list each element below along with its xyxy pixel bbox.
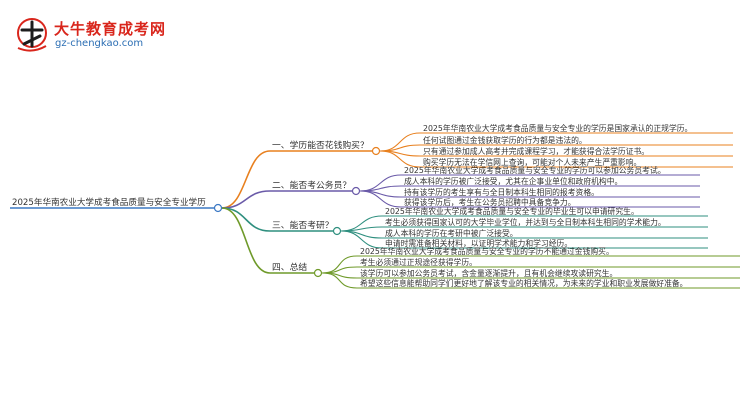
- branch-connector-3: [332, 226, 342, 236]
- leaf-1-1: 2025年华南农业大学成考食品质量与安全专业的学历是国家承认的正规学历。: [423, 123, 692, 133]
- leaf-4-2: 考生必须通过正规途径获得学历。: [360, 257, 477, 267]
- leaf-3-3: 成人本科的学历在考研中被广泛接受。: [385, 228, 518, 238]
- site-logo: 大牛教育成考网 gz-chengkao.com: [14, 16, 167, 56]
- leaf-3-2: 考生必须获得国家认可的大学毕业学位，并达到与全日制本科生相同的学术能力。: [385, 217, 666, 227]
- brand-name: 大牛教育成考网: [54, 20, 167, 38]
- leaf-3-4: 申请时需准备相关材料，以证明学术能力和学习经历。: [385, 238, 572, 248]
- root-label: 2025年华南农业大学成考食品质量与安全专业学历: [12, 196, 206, 208]
- branch-connector-1: [371, 146, 381, 156]
- branch-1-to-leaf-4-link: [379, 150, 421, 168]
- branch-3-to-leaf-2-link: [340, 226, 383, 232]
- branch-label-3: 三、能否考研？: [272, 219, 334, 231]
- branch-label-1: 一、学历能否花钱购买？: [272, 139, 369, 151]
- leaf-3-1: 2025年华南农业大学成考食品质量与安全专业的毕业生可以申请研究生。: [385, 206, 639, 216]
- branch-connector-2: [351, 186, 361, 196]
- root-to-branch-link-4: [221, 207, 271, 274]
- leaf-group-4: 2025年华南农业大学成考食品质量与安全专业的学历不能通过金钱购买。 考生必须通…: [360, 246, 687, 288]
- leaf-group-1: 2025年华南农业大学成考食品质量与安全专业的学历是国家承认的正规学历。 任何试…: [423, 123, 692, 167]
- brand-url: gz-chengkao.com: [55, 38, 144, 49]
- leaf-2-4: 获得该学历后，考生在公务员招聘中具备竞争力。: [404, 197, 576, 207]
- root-connector: [213, 203, 223, 213]
- branch-label-4: 四、总结: [272, 261, 307, 273]
- branch-node-3[interactable]: 三、能否考研？: [270, 219, 342, 236]
- mind-map-links: [221, 132, 740, 289]
- root-node[interactable]: 2025年华南农业大学成考食品质量与安全专业学历: [10, 196, 223, 213]
- leaf-2-3: 持有该学历的考生享有与全日制本科生相同的报考资格。: [404, 187, 599, 197]
- leaf-4-1: 2025年华南农业大学成考食品质量与安全专业的学历不能通过金钱购买。: [360, 246, 614, 256]
- branch-label-2: 二、能否考公务员？: [272, 179, 351, 191]
- leaf-4-3: 该学历可以参加公务员考试，含金量逐渐提升，且有机会继续攻读研究生。: [360, 268, 617, 278]
- branch-node-1[interactable]: 一、学历能否花钱购买？: [270, 139, 381, 156]
- leaf-2-2: 成人本科的学历被广泛接受，尤其在企事业单位和政府机构中。: [404, 176, 622, 186]
- leaf-1-4: 购买学历无法在学信网上查询，可能对个人未来产生严重影响。: [423, 157, 641, 167]
- branch-2-to-leaf-2-link: [359, 185, 402, 192]
- leaf-4-4: 希望这些信息能帮助同学们更好地了解该专业的相关情况，为未来的学业和职业发展做好准…: [360, 278, 687, 288]
- leaf-1-2: 任何试图通过金钱获取学历的行为都是违法的。: [423, 135, 587, 145]
- logo-mark-icon: [17, 18, 47, 52]
- root-to-branch-link-2: [221, 190, 271, 209]
- branch-node-2[interactable]: 二、能否考公务员？: [270, 179, 361, 196]
- root-to-branch-link-1: [221, 150, 271, 209]
- root-to-branch-link-3: [221, 207, 271, 232]
- branch-2-to-leaf-4-link: [359, 190, 402, 208]
- branch-node-4[interactable]: 四、总结: [270, 261, 323, 278]
- leaf-group-3: 2025年华南农业大学成考食品质量与安全专业的毕业生可以申请研究生。 考生必须获…: [385, 206, 666, 248]
- leaf-1-3: 只有通过参加成人高考并完成课程学习，才能获得合法学历证书。: [423, 146, 649, 156]
- leaf-2-1: 2025年华南农业大学成考食品质量与安全专业的学历可以参加公务员考试。: [404, 165, 666, 175]
- leaf-group-2: 2025年华南农业大学成考食品质量与安全专业的学历可以参加公务员考试。 成人本科…: [404, 165, 666, 207]
- branch-3-to-leaf-4-link: [340, 230, 383, 249]
- branch-4-to-leaf-4-link: [321, 272, 358, 289]
- branch-connector-4: [313, 268, 323, 278]
